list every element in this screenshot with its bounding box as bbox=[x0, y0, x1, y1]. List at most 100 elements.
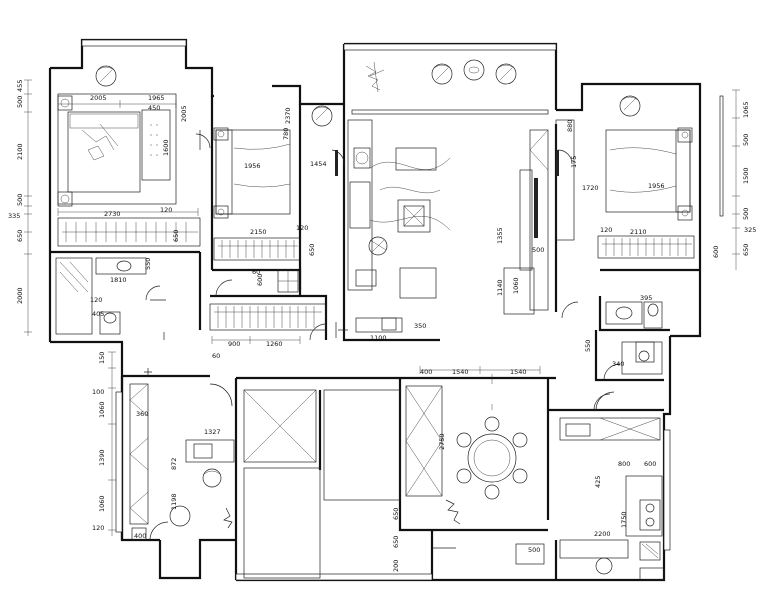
dim-label: 650 bbox=[172, 230, 180, 242]
dim-label: 1454 bbox=[310, 160, 327, 168]
dim-label: 2750 bbox=[438, 433, 446, 450]
dim-label: 1956 bbox=[648, 182, 665, 190]
balcony bbox=[365, 59, 517, 93]
dim-label: 60 bbox=[212, 352, 220, 360]
shelf bbox=[529, 129, 549, 311]
dim-label: 60 bbox=[252, 268, 260, 276]
dim-label: 2000 bbox=[16, 287, 24, 304]
dim-label: 425 bbox=[594, 476, 602, 488]
sofa bbox=[349, 181, 371, 229]
dim-label: 500 bbox=[532, 246, 544, 254]
dimension-lines bbox=[24, 79, 740, 536]
dim-label: 450 bbox=[148, 104, 160, 112]
dim-label: 1810 bbox=[110, 276, 127, 284]
dim-label: 650 bbox=[16, 230, 24, 242]
dim-label: 1060 bbox=[98, 495, 106, 512]
dim-label: 1260 bbox=[266, 340, 283, 348]
dim-label: 500 bbox=[16, 96, 24, 108]
dim-label: 100 bbox=[92, 388, 104, 396]
dim-label: 550 bbox=[144, 258, 152, 270]
dim-label: 455 bbox=[16, 80, 24, 92]
dim-label: 1750 bbox=[620, 511, 628, 528]
dim-label: 1140 bbox=[496, 279, 504, 296]
dim-label: 872 bbox=[170, 458, 178, 470]
dim-label: 1060 bbox=[512, 277, 520, 294]
master-bedroom bbox=[57, 65, 211, 247]
dim-label: 400 bbox=[420, 368, 432, 376]
dim-label: 1198 bbox=[170, 493, 178, 510]
chair-icon bbox=[619, 95, 641, 117]
chair-icon bbox=[431, 63, 453, 85]
dim-label: 350 bbox=[414, 322, 426, 330]
dim-label: 500 bbox=[528, 546, 540, 554]
dim-label: 2370 bbox=[284, 107, 292, 124]
dim-label: 600 bbox=[712, 246, 720, 258]
master-bathroom bbox=[55, 257, 166, 335]
chair-icon bbox=[311, 105, 333, 127]
dim-label: 120 bbox=[160, 206, 172, 214]
bedroom-3 bbox=[555, 95, 695, 319]
stair-marker-icon bbox=[144, 332, 165, 376]
dim-label: 2005 bbox=[90, 94, 107, 102]
counter bbox=[559, 417, 661, 441]
dim-label: 1060 bbox=[98, 401, 106, 418]
dim-label: 120 bbox=[92, 524, 104, 532]
dim-label: 1600 bbox=[162, 139, 170, 156]
dim-label: 2150 bbox=[250, 228, 267, 236]
counter bbox=[625, 475, 663, 537]
tv-cabinet bbox=[141, 109, 171, 181]
dim-label: 360 bbox=[136, 410, 148, 418]
dim-label: 500 bbox=[16, 194, 24, 206]
dim-label: 2100 bbox=[16, 143, 24, 160]
dim-label: 500 bbox=[742, 208, 750, 220]
dim-label: 1540 bbox=[510, 368, 527, 376]
dim-label: 1500 bbox=[742, 167, 750, 184]
bedroom-2 bbox=[209, 105, 345, 341]
dim-label: 800 bbox=[618, 460, 630, 468]
dim-label: 1540 bbox=[452, 368, 469, 376]
bed bbox=[605, 129, 691, 213]
dim-label: 600 bbox=[644, 460, 656, 468]
dim-label: 200 bbox=[392, 560, 400, 572]
tv-wall bbox=[347, 119, 373, 291]
wardrobe bbox=[57, 217, 201, 247]
dim-label: 120 bbox=[90, 296, 102, 304]
dim-label: 650 bbox=[308, 244, 316, 256]
wardrobe bbox=[597, 235, 695, 259]
dim-label: 2110 bbox=[630, 228, 647, 236]
dim-label: 900 bbox=[228, 340, 240, 348]
sideboard bbox=[405, 385, 443, 497]
bed bbox=[215, 129, 291, 215]
chair-icon bbox=[202, 468, 222, 488]
dim-label: 1956 bbox=[244, 162, 261, 170]
dim-label: 650 bbox=[392, 536, 400, 548]
dim-label: 120 bbox=[296, 224, 308, 232]
double-bed bbox=[67, 111, 141, 193]
dim-label: 550 bbox=[584, 340, 592, 352]
dim-label: 405 bbox=[92, 310, 104, 318]
dining-chair-icon bbox=[456, 416, 528, 500]
dim-label: 400 bbox=[134, 532, 146, 540]
kitchen bbox=[559, 393, 665, 581]
dining-table bbox=[467, 433, 517, 483]
dim-label: 1390 bbox=[98, 449, 106, 466]
dim-label: 1355 bbox=[496, 227, 504, 244]
chair-icon bbox=[495, 63, 517, 85]
dining-room bbox=[405, 374, 545, 565]
dim-label: 1965 bbox=[148, 94, 165, 102]
windows bbox=[81, 39, 724, 581]
dim-label: 150 bbox=[98, 352, 106, 364]
dim-label: 500 bbox=[742, 134, 750, 146]
coffee-table bbox=[397, 199, 431, 233]
exterior-walls bbox=[48, 38, 702, 582]
dim-label: 2005 bbox=[180, 105, 188, 122]
dim-label: 395 bbox=[640, 294, 652, 302]
dim-label: 1720 bbox=[582, 184, 599, 192]
dim-label: 340 bbox=[612, 360, 624, 368]
bathroom-2 bbox=[595, 301, 663, 411]
dim-label: 175 bbox=[570, 156, 578, 168]
dimension-labels: 2005 1965 450 2370 1720 1956 1956 1454 2… bbox=[8, 80, 756, 572]
living-room bbox=[335, 119, 549, 338]
dim-label: 600 bbox=[256, 274, 264, 286]
dim-label: 2200 bbox=[594, 530, 611, 538]
